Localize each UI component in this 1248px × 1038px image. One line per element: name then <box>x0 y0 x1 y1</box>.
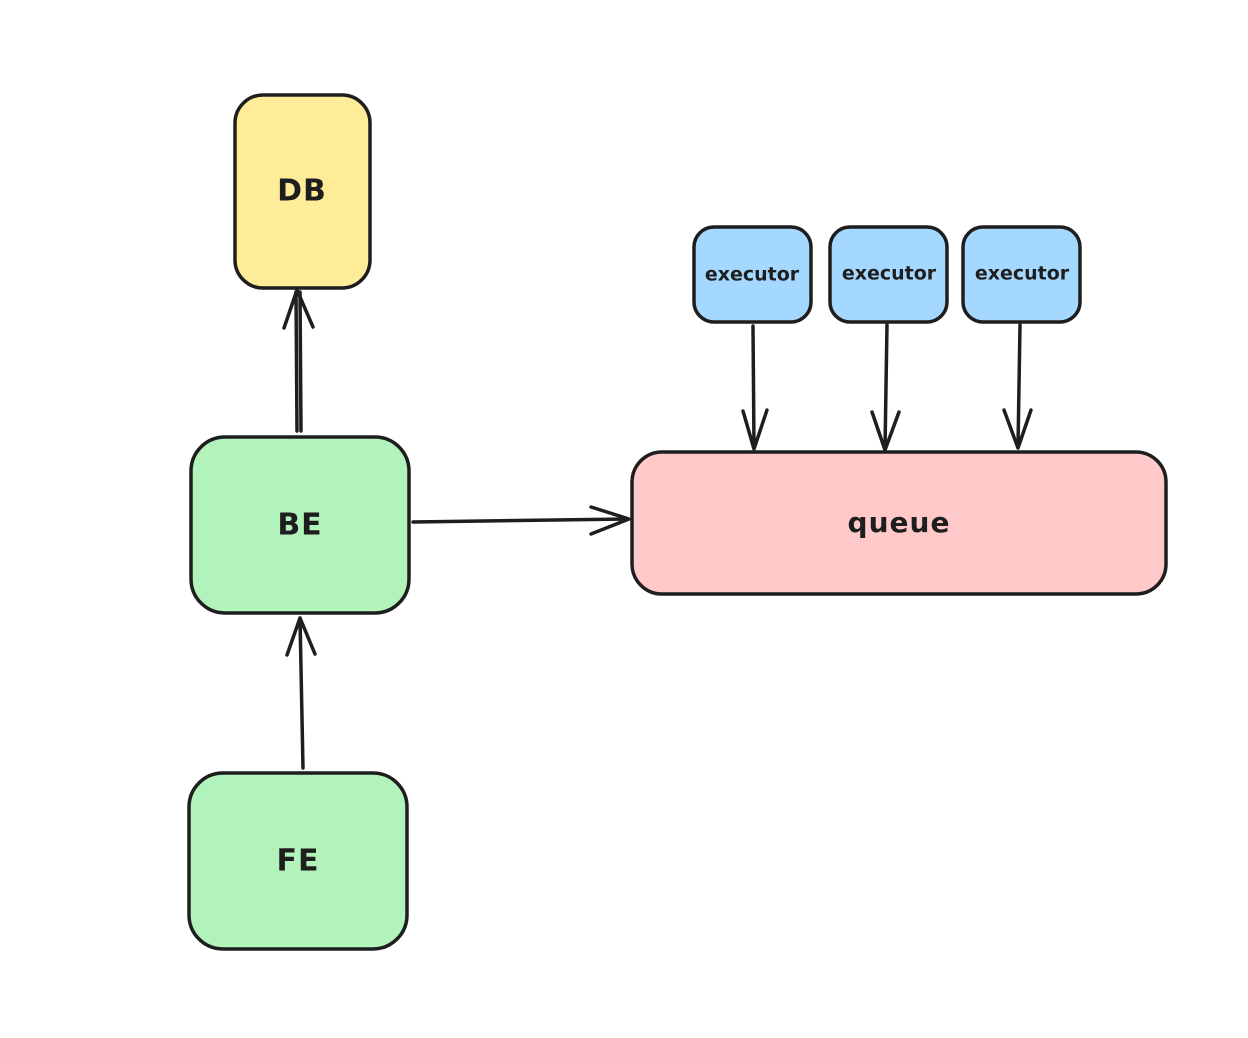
fe-node[interactable]: FE <box>187 771 409 951</box>
db-label: DB <box>277 174 327 209</box>
executor-label-2: executor <box>842 263 937 285</box>
arrow-executor-3-to-queue <box>1002 323 1033 450</box>
be-node[interactable]: BE <box>189 435 411 615</box>
executor-label-1: executor <box>705 264 800 286</box>
arrow-be-to-db-line-2 <box>298 290 303 433</box>
arrow-be-to-db-line <box>294 290 299 433</box>
queue-box <box>630 450 1168 596</box>
db-node[interactable]: DB <box>233 93 372 290</box>
arrow-fe-to-be-line <box>298 616 305 770</box>
executor-box-1 <box>692 225 813 324</box>
arrow-fe-to-be-head <box>285 616 317 657</box>
arrow-executor-1-to-queue <box>741 324 769 451</box>
arrow-executor-3-head <box>1002 408 1033 450</box>
arrow-executor-1-head <box>741 408 769 451</box>
executor-box-3 <box>961 225 1082 324</box>
arrow-executor-1-line <box>751 324 756 449</box>
arrow-be-to-db-head <box>282 288 315 330</box>
executor-label-3: executor <box>975 263 1070 285</box>
executor-node-1[interactable]: executor <box>692 225 813 324</box>
be-box <box>189 435 411 615</box>
executor-node-3[interactable]: executor <box>961 225 1082 324</box>
arrow-executor-3-line <box>1016 323 1022 449</box>
arrow-executor-2-to-queue <box>870 323 901 452</box>
arrow-fe-to-be <box>285 616 317 770</box>
executor-node-2[interactable]: executor <box>828 225 949 324</box>
queue-node[interactable]: queue <box>630 450 1168 596</box>
arrow-executor-2-line <box>883 323 889 451</box>
queue-label: queue <box>848 506 951 539</box>
arrow-be-to-db <box>282 288 315 433</box>
arrow-be-to-queue <box>411 505 631 536</box>
executor-box-2 <box>828 225 949 324</box>
fe-box <box>187 771 409 951</box>
arrow-executor-2-head <box>870 410 901 452</box>
arrow-be-to-queue-line <box>411 517 630 524</box>
db-box <box>233 93 372 290</box>
arrow-be-to-queue-head <box>589 505 631 536</box>
be-label: BE <box>277 508 322 543</box>
fe-label: FE <box>277 844 320 879</box>
